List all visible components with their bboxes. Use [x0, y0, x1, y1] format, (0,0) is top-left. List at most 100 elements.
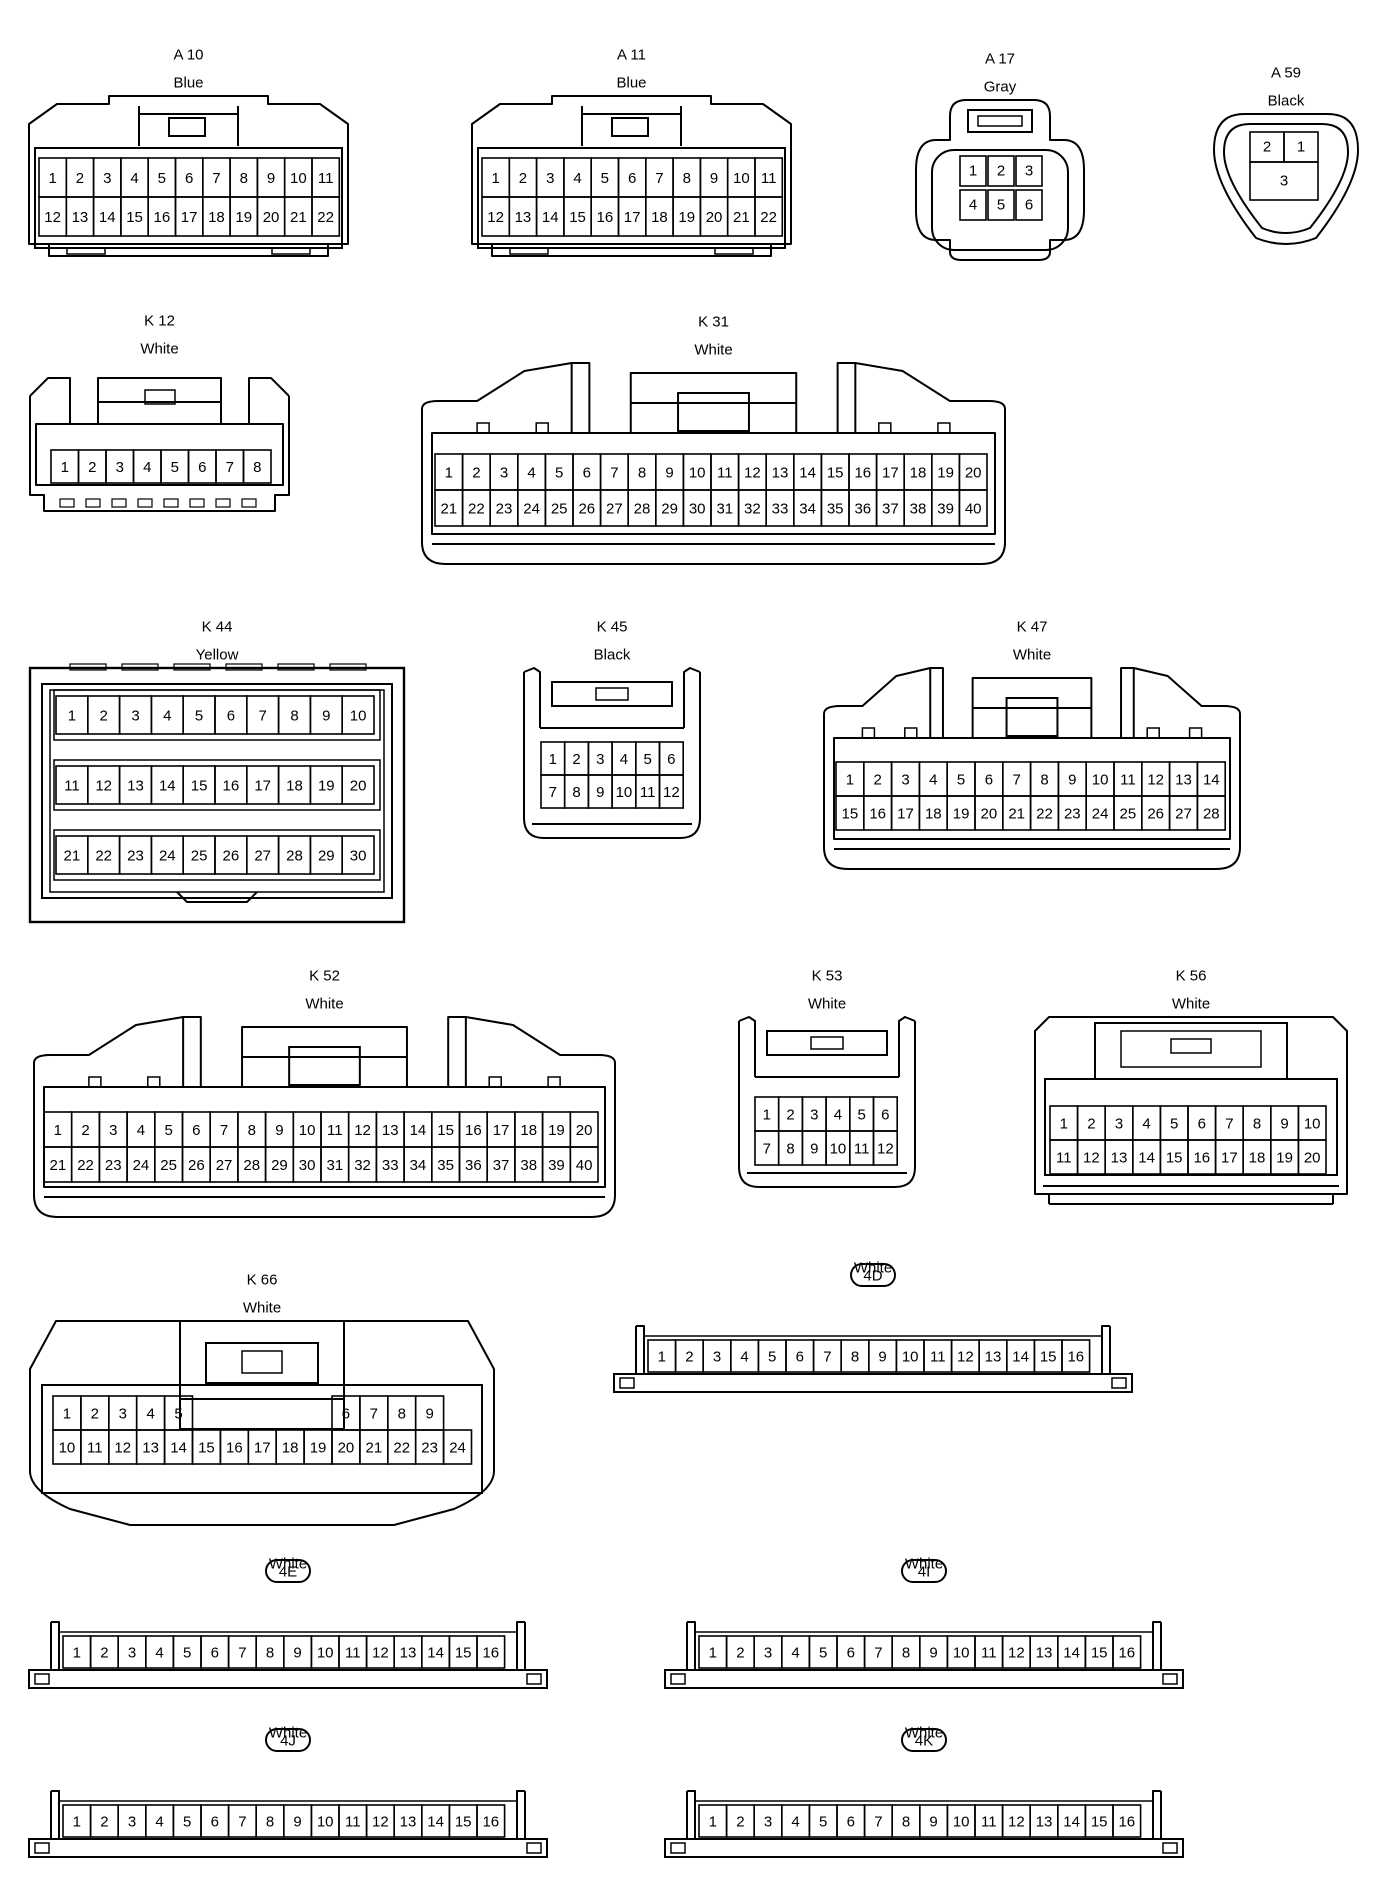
pin-number: 8	[1040, 772, 1048, 789]
pin-number: 5	[601, 170, 609, 187]
pin-number: 6	[985, 772, 993, 789]
pin-number: 16	[482, 1814, 499, 1831]
connector-color: White	[140, 341, 178, 358]
pin-number: 2	[100, 708, 108, 725]
pin-number: 15	[1040, 1349, 1057, 1366]
pin-number: 14	[427, 1814, 444, 1831]
pin-number: 13	[400, 1645, 417, 1662]
pin-number: 14	[799, 465, 816, 482]
pin-number: 28	[243, 1157, 260, 1174]
pin-number: 32	[354, 1157, 371, 1174]
pin-number: 26	[578, 501, 595, 518]
pin-number: 1	[73, 1645, 81, 1662]
connector-id: 4K	[915, 1733, 933, 1750]
pin-number: 17	[254, 778, 271, 795]
pin-cell	[987, 189, 1015, 221]
pin-number: 16	[482, 1645, 499, 1662]
pin-number: 15	[198, 1440, 215, 1457]
pin-cell	[1112, 1804, 1142, 1838]
pin-number: 4	[146, 1406, 154, 1423]
pin-number: 10	[1304, 1116, 1321, 1133]
pin-number: 5	[857, 1107, 865, 1124]
pin-number: 9	[267, 170, 275, 187]
pin-number: 15	[1166, 1150, 1183, 1167]
pin-number: 20	[965, 465, 982, 482]
pin-cell	[987, 155, 1015, 187]
pin-number: 13	[72, 209, 89, 226]
pin-number: 10	[616, 784, 633, 801]
pin-number: 1	[709, 1645, 717, 1662]
connector-id: K 52	[309, 968, 340, 985]
pin-number: 8	[266, 1645, 274, 1662]
pin-cell	[959, 155, 987, 187]
pin-number: 35	[437, 1157, 454, 1174]
pin-number: 11	[1120, 772, 1136, 789]
pin-number: 34	[410, 1157, 427, 1174]
pin-cell	[1297, 1139, 1327, 1175]
pin-number: 28	[286, 848, 303, 865]
pin-number: 27	[254, 848, 271, 865]
pin-number: 3	[1025, 163, 1033, 180]
pin-number: 7	[549, 784, 557, 801]
pin-number: 15	[191, 778, 208, 795]
pin-number: 11	[981, 1814, 997, 1831]
connector-housing	[738, 1016, 916, 1188]
connector-id: 4I	[918, 1564, 931, 1581]
connector-id: 4J	[280, 1733, 296, 1750]
pin-number: 23	[1064, 806, 1081, 823]
pin-number: 5	[195, 708, 203, 725]
pin-number: 16	[465, 1122, 482, 1139]
pin-number: 7	[238, 1645, 246, 1662]
pin-number: 22	[760, 209, 777, 226]
pin-number: 2	[472, 465, 480, 482]
pin-number: 32	[744, 501, 761, 518]
pin-number: 19	[310, 1440, 327, 1457]
pin-number: 15	[1091, 1645, 1108, 1662]
pin-number: 8	[253, 459, 261, 476]
pin-number: 12	[354, 1122, 371, 1139]
connector-id: A 10	[173, 47, 203, 64]
pin-number: 37	[493, 1157, 510, 1174]
pin-number: 10	[902, 1349, 919, 1366]
connector-housing	[28, 95, 349, 257]
pin-number: 6	[342, 1406, 350, 1423]
connector-color: Black	[1268, 93, 1305, 110]
pin-number: 11	[318, 170, 334, 187]
pin-number: 4	[527, 465, 535, 482]
pin-number: 35	[827, 501, 844, 518]
connector-id: K 53	[812, 968, 843, 985]
pin-number: 27	[1175, 806, 1192, 823]
pin-number: 11	[717, 465, 733, 482]
pin-number: 15	[827, 465, 844, 482]
connector-color: White	[905, 1556, 943, 1573]
pin-number: 1	[491, 170, 499, 187]
pin-number: 38	[520, 1157, 537, 1174]
pin-number: 25	[1120, 806, 1137, 823]
pin-number: 18	[1249, 1150, 1266, 1167]
connector-color: White	[808, 996, 846, 1013]
pin-number: 8	[240, 170, 248, 187]
pin-number: 20	[338, 1440, 355, 1457]
pin-number: 4	[791, 1814, 799, 1831]
pin-number: 6	[796, 1349, 804, 1366]
pin-number: 16	[1067, 1349, 1084, 1366]
pin-number: 9	[878, 1349, 886, 1366]
pin-number: 37	[882, 501, 899, 518]
pin-number: 4	[143, 459, 151, 476]
pin-number: 19	[548, 1122, 565, 1139]
pin-number: 13	[1111, 1150, 1128, 1167]
pin-number: 11	[64, 778, 80, 795]
pin-number: 1	[54, 1122, 62, 1139]
pin-number: 2	[572, 751, 580, 768]
pin-number: 5	[158, 170, 166, 187]
pin-number: 1	[709, 1814, 717, 1831]
pin-number: 8	[851, 1349, 859, 1366]
pin-number: 19	[937, 465, 954, 482]
pin-number: 12	[372, 1645, 389, 1662]
pin-number: 24	[1092, 806, 1109, 823]
pin-number: 4	[130, 170, 138, 187]
